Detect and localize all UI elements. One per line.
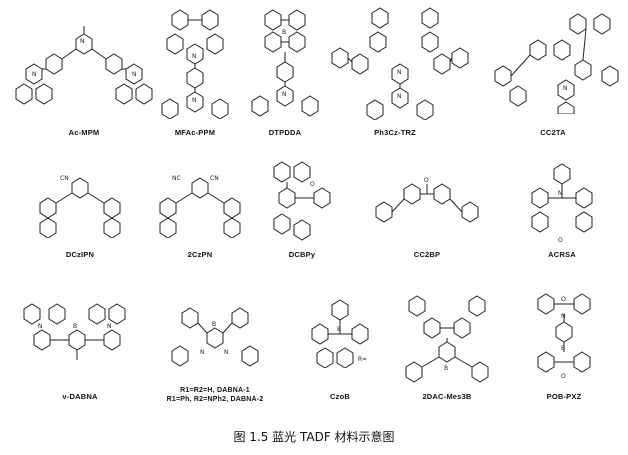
compound-label-line-2: R1=Ph, R2=NPh2, DABNA-2 bbox=[166, 396, 264, 403]
svg-text:B: B bbox=[444, 365, 448, 372]
svg-text:N: N bbox=[561, 313, 566, 320]
compound-label: ACRSA bbox=[548, 250, 576, 259]
svg-text:N: N bbox=[282, 91, 287, 98]
structure-2czpn: NC CN bbox=[150, 172, 250, 238]
compound-label: POB-PXZ bbox=[546, 392, 582, 401]
compound-label: CzoB bbox=[330, 392, 350, 401]
compound-label: R1=R2=H, DABNA-1 R1=Ph, R2=NPh2, DABNA-2 bbox=[160, 386, 270, 404]
structure-dcbpy: O bbox=[262, 158, 342, 242]
svg-text:O: O bbox=[561, 373, 566, 380]
structure-2dac-mes3b: B bbox=[392, 292, 502, 384]
svg-text:B: B bbox=[282, 29, 286, 36]
compound-label: Ac-MPM bbox=[68, 128, 100, 137]
structure-dczipn: CN bbox=[30, 172, 130, 238]
svg-text:N: N bbox=[132, 71, 137, 78]
compound-label: 2DAC-Mes3B bbox=[422, 392, 472, 401]
svg-text:N: N bbox=[80, 38, 85, 45]
svg-text:N: N bbox=[397, 93, 402, 100]
structure-v-dabna: N N B bbox=[12, 300, 142, 368]
structure-acrsa: N O bbox=[520, 160, 604, 244]
compound-label: MFAc-PPM bbox=[174, 128, 216, 137]
compound-label: DCzIPN bbox=[65, 250, 95, 259]
figure: N N N Ac-MPM N N MFAc-PPM bbox=[12, 4, 624, 404]
structure-ac-mpm: N N N bbox=[14, 14, 154, 114]
structure-dabna: B N N bbox=[160, 304, 270, 370]
svg-text:NC: NC bbox=[172, 175, 181, 182]
svg-text:N: N bbox=[192, 97, 197, 104]
compound-label: DTPDDA bbox=[268, 128, 302, 137]
svg-text:B: B bbox=[212, 321, 216, 328]
compound-label-line-1: R1=R2=H, DABNA-1 bbox=[180, 387, 250, 394]
figure-caption: 图 1.5 蓝光 TADF 材料示意图 bbox=[233, 430, 395, 444]
svg-text:R=: R= bbox=[358, 356, 367, 363]
compound-label: 2CzPN bbox=[187, 250, 213, 259]
structure-mfac-ppm: N N bbox=[155, 4, 235, 119]
svg-text:N: N bbox=[563, 85, 568, 92]
svg-text:N: N bbox=[397, 69, 402, 76]
svg-text:N: N bbox=[32, 71, 37, 78]
svg-text:B: B bbox=[337, 326, 341, 333]
compound-label: DCBPy bbox=[288, 250, 316, 259]
svg-text:CN: CN bbox=[60, 175, 69, 182]
svg-text:N: N bbox=[558, 190, 563, 197]
structure-cc2ta: N bbox=[488, 10, 624, 114]
svg-text:O: O bbox=[310, 181, 315, 188]
svg-text:B: B bbox=[561, 345, 565, 352]
structure-pob-pxz: O N B O bbox=[524, 290, 604, 380]
svg-text:O: O bbox=[558, 237, 563, 244]
svg-text:O: O bbox=[561, 296, 566, 303]
svg-text:N: N bbox=[38, 323, 43, 330]
compound-label: ν-DABNA bbox=[62, 392, 98, 401]
svg-text:N: N bbox=[107, 323, 112, 330]
svg-text:B: B bbox=[73, 323, 77, 330]
structure-ph3cz-trz: N N bbox=[330, 4, 470, 120]
compound-label: CC2TA bbox=[540, 128, 566, 137]
svg-text:CN: CN bbox=[210, 175, 219, 182]
svg-text:N: N bbox=[200, 349, 205, 356]
svg-text:O: O bbox=[424, 177, 429, 184]
svg-text:N: N bbox=[224, 349, 229, 356]
structure-cc2bp: O bbox=[372, 172, 482, 232]
svg-text:N: N bbox=[192, 53, 197, 60]
structure-czob: B R= bbox=[300, 296, 380, 368]
structure-dtpdda: B N bbox=[245, 6, 325, 118]
compound-label: CC2BP bbox=[413, 250, 441, 259]
compound-label: Ph3Cz-TRZ bbox=[374, 128, 416, 137]
